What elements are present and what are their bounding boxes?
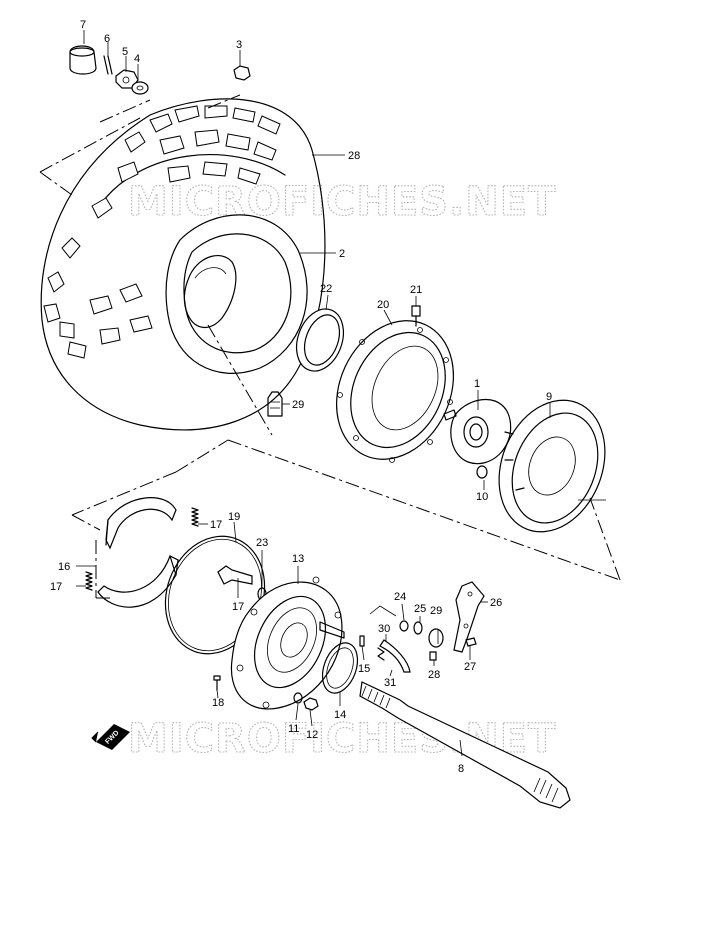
brake-panel: [213, 576, 345, 711]
wheel-hub: [443, 398, 512, 479]
callout-7: 7: [80, 19, 86, 31]
hub-cap-and-nut: [69, 45, 251, 95]
callout-9: 9: [546, 391, 552, 403]
callout-labels: 7 6 5 4 3 28 2 22 20 21 1 9 10 29 17 19 …: [50, 19, 552, 775]
fwd-arrow-icon: FWD: [91, 724, 130, 750]
oil-seal: [296, 308, 344, 372]
callout-16: 16: [58, 561, 70, 573]
callout-17a: 17: [210, 519, 222, 531]
callout-3: 3: [236, 39, 242, 51]
brake-shoes: [85, 497, 199, 608]
callout-27: 27: [464, 661, 476, 673]
callout-26: 26: [490, 597, 502, 609]
callout-2: 2: [339, 248, 345, 260]
callout-18: 17: [232, 601, 244, 613]
callout-5: 5: [122, 46, 128, 58]
brake-cam-parts: [359, 605, 411, 673]
callout-28: 28: [428, 669, 440, 681]
callout-17b: 17: [50, 581, 62, 593]
callout-24a: 23: [256, 537, 268, 549]
callout-20: 19: [228, 511, 240, 523]
rear-axle-shaft: [359, 681, 571, 809]
tire-assembly: [40, 98, 326, 431]
axle-seal: [321, 642, 359, 694]
callout-29: 29: [430, 605, 442, 617]
callout-19: 18: [212, 697, 224, 709]
brake-drum-cover: [335, 305, 455, 463]
callout-24b: 24: [394, 591, 406, 603]
callout-33: 31: [384, 677, 396, 689]
callout-10: 10: [476, 491, 488, 503]
shoe-pivot-bolt: [217, 565, 267, 601]
callout-25: 25: [414, 603, 426, 615]
callout-23: 22: [320, 283, 332, 295]
brake-arm-assembly: [399, 581, 485, 661]
callout-14: 14: [334, 709, 346, 721]
watermark-top: MICROFICHES.NET: [128, 179, 556, 225]
callout-4: 4: [134, 53, 140, 65]
callout-21: 20: [377, 299, 389, 311]
callout-32: 30: [378, 623, 390, 635]
callout-30: 28: [348, 150, 360, 162]
callout-6: 6: [104, 33, 110, 45]
callout-22: 21: [410, 284, 422, 296]
callout-31: 29: [292, 399, 304, 411]
callout-15: 15: [358, 663, 370, 675]
callout-12: 12: [306, 729, 318, 741]
callout-1: 1: [474, 378, 480, 390]
callout-11: 11: [288, 723, 299, 735]
callout-8: 8: [458, 763, 464, 775]
callout-13: 13: [292, 553, 304, 565]
brake-drum: [498, 399, 606, 533]
leader-lines: [76, 30, 606, 757]
